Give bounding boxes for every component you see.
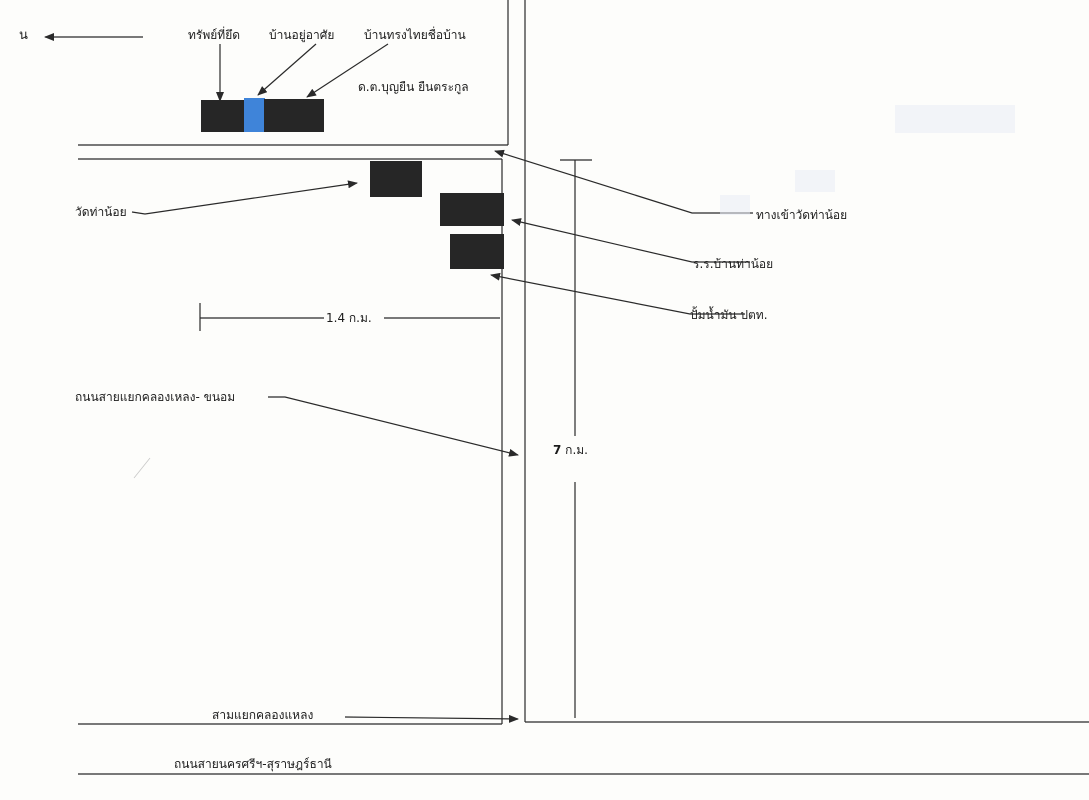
arrow-junction xyxy=(344,714,519,723)
temple-building xyxy=(370,161,422,197)
bleed-through-mark xyxy=(720,195,750,215)
school-building xyxy=(440,193,504,226)
temple-entrance-label: ทางเข้าวัดท่าน้อย xyxy=(756,208,848,222)
north-label: น xyxy=(19,28,28,43)
temple-label: วัดท่าน้อย xyxy=(75,205,127,219)
residence-building xyxy=(244,98,265,132)
arrow-gas-station xyxy=(490,272,745,315)
seized-property-building xyxy=(201,100,245,132)
arrow-road-klonglaeng xyxy=(268,396,519,457)
bleed-through-mark xyxy=(895,105,1015,133)
distance-long-unit: ก.ม. xyxy=(561,443,588,457)
residence-label: บ้านอยู่อาศัย xyxy=(269,28,335,42)
arrow-school xyxy=(511,218,750,263)
arrow-temple-entrance xyxy=(494,149,753,214)
thai-house-building xyxy=(264,99,324,132)
bleed-through-mark xyxy=(795,170,835,192)
distance-short-label: 1.4 ก.ม. xyxy=(326,311,372,325)
arrow-residence xyxy=(257,43,317,96)
arrow-temple xyxy=(131,180,358,215)
road-klonglaeng-label: ถนนสายแยกคลองเหลง- ขนอม xyxy=(75,390,236,404)
distance-long-number: 7 xyxy=(553,443,562,457)
gas-station-building xyxy=(450,234,504,269)
distance-long-label: 7 ก.ม. xyxy=(553,443,588,457)
thai-house-label: บ้านทรงไทยชื่อบ้าน xyxy=(364,28,466,42)
main-road-label: ถนนสายนครศรีฯ-สุราษฎร์ธานี xyxy=(174,757,332,771)
seized-property-label: ทรัพย์ที่ยึด xyxy=(188,28,241,42)
owner-label: ด.ต.บุญยืน ยืนตระกูล xyxy=(358,80,469,94)
school-label: ร.ร.บ้านท่าน้อย xyxy=(693,257,774,271)
junction-label: สามแยกคลองแหลง xyxy=(212,708,314,722)
arrow-thai-house xyxy=(306,43,389,98)
gas-station-label: ปั้มน้ำมัน ปตท. xyxy=(690,308,768,322)
